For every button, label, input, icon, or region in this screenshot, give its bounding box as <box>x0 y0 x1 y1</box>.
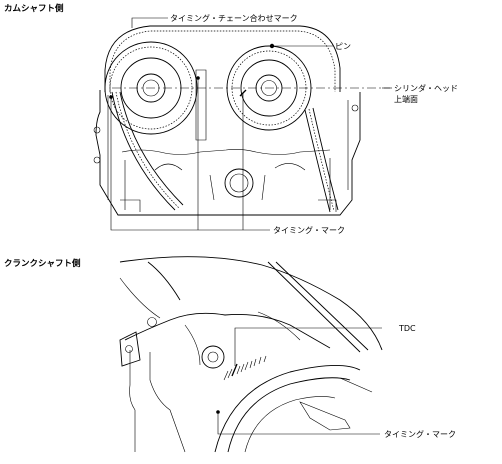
tdc-scale <box>223 355 267 381</box>
crankshaft-figure <box>119 256 383 453</box>
camshaft-figure <box>93 25 390 216</box>
tdc-label: TDC <box>398 324 416 333</box>
cylinder-head-label-line2: 上端面 <box>394 94 418 104</box>
crank-section-title: クランクシャフト側 <box>4 258 81 269</box>
cylinder-head-label-line1: シリンダ・ヘッド <box>394 83 458 93</box>
pin-label: ピン <box>335 42 351 51</box>
cam-section-title: カムシャフト側 <box>4 3 64 14</box>
timing-chain-mark-label: タイミング・チェーン合わせマーク <box>170 13 298 23</box>
cam-timing-mark-label: タイミング・マーク <box>273 225 345 235</box>
crank-leaders <box>217 327 382 435</box>
cam-leaders <box>110 17 392 231</box>
crank-timing-mark-label: タイミング・マーク <box>384 429 456 439</box>
